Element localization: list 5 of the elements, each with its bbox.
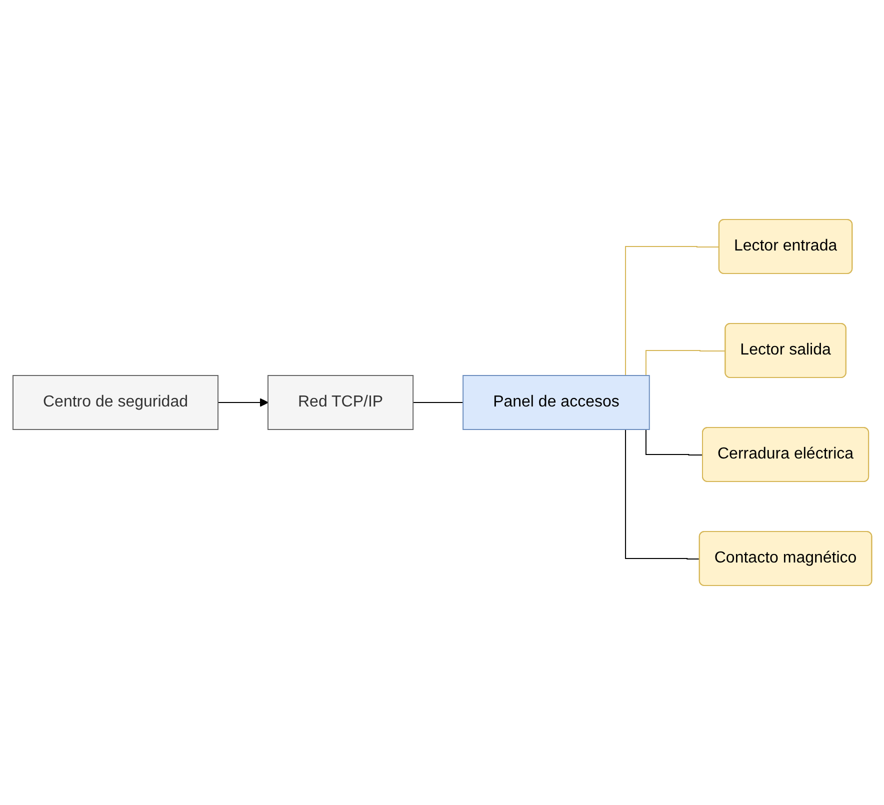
node-box: Panel de accesos: [462, 375, 650, 430]
connector: [412, 402, 464, 403]
node-box: Red TCP/IP: [267, 375, 414, 430]
arrow: [217, 398, 268, 407]
node-box: Centro de seguridad: [12, 375, 218, 430]
